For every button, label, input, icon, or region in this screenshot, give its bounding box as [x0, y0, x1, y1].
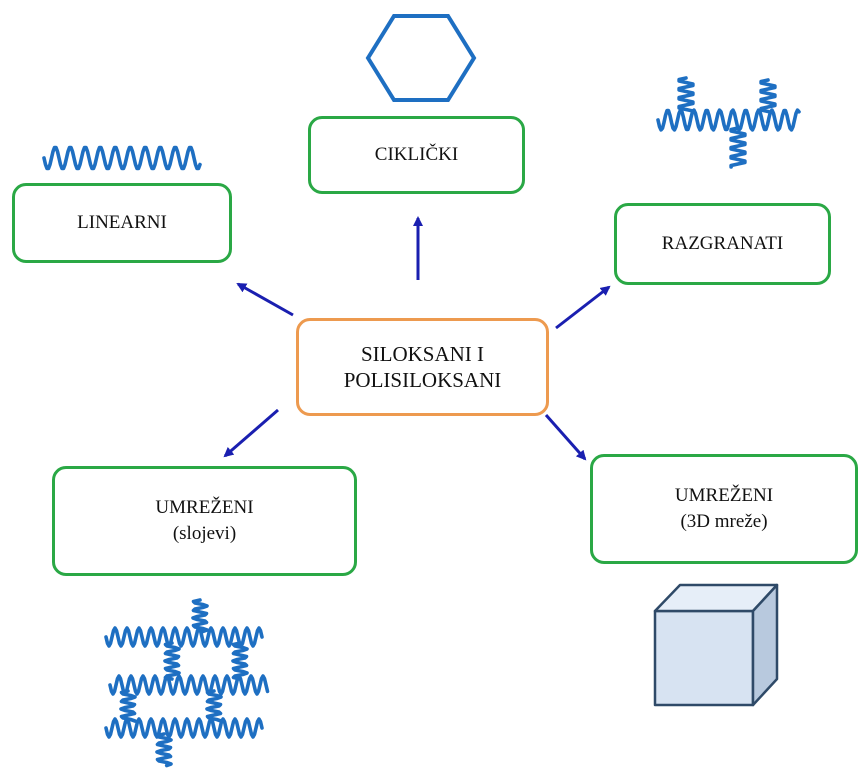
node-crosslinked-layers-line2: (slojevi)	[172, 523, 237, 544]
node-crosslinked-layers-line1: UMREŽENI	[155, 497, 254, 519]
layer-chain-2	[108, 674, 270, 696]
branched-arm-down	[729, 126, 747, 169]
node-branched-label: RAZGRANATI	[661, 233, 784, 255]
node-branched: RAZGRANATI	[614, 203, 831, 285]
node-crosslinked-3d: UMREŽENI (3D mreže)	[590, 454, 858, 564]
crosslink-1a	[163, 641, 181, 681]
crosslink-bottom	[155, 732, 173, 768]
arrow-to-crosslinked-3d	[544, 414, 587, 461]
node-linear-label: LINEARNI	[77, 212, 167, 234]
arrow-to-linear	[236, 282, 294, 317]
crosslink-1b	[231, 641, 249, 681]
node-linear: LINEARNI	[12, 183, 232, 263]
node-crosslinked-3d-line2: (3D mreže)	[680, 511, 768, 532]
arrow-to-crosslinked-layers	[223, 408, 279, 458]
node-crosslinked-3d-line1: UMREŽENI	[674, 485, 774, 507]
hexagon-icon	[365, 14, 477, 102]
cube-icon	[653, 583, 779, 707]
branched-arm-left	[677, 76, 695, 113]
node-cyclic: CIKLIČKI	[308, 116, 525, 194]
node-center: SILOKSANI I POLISILOKSANI	[296, 318, 549, 416]
center-title-line1: SILOKSANI I	[360, 341, 485, 366]
linear-chain	[42, 145, 202, 171]
crosslink-top	[191, 598, 209, 634]
layer-chain-3	[104, 717, 264, 739]
branched-arm-right	[759, 78, 777, 114]
branched-main-chain	[656, 108, 801, 132]
center-title-line2: POLISILOKSANI	[343, 368, 502, 392]
arrow-to-branched	[555, 285, 611, 330]
crosslink-2b	[205, 689, 223, 723]
polymer-chains-illustration	[42, 76, 801, 768]
node-crosslinked-layers: UMREŽENI (slojevi)	[52, 466, 357, 576]
layer-chain-1	[104, 626, 264, 648]
node-cyclic-label: CIKLIČKI	[374, 144, 459, 166]
crosslink-2a	[119, 689, 137, 723]
